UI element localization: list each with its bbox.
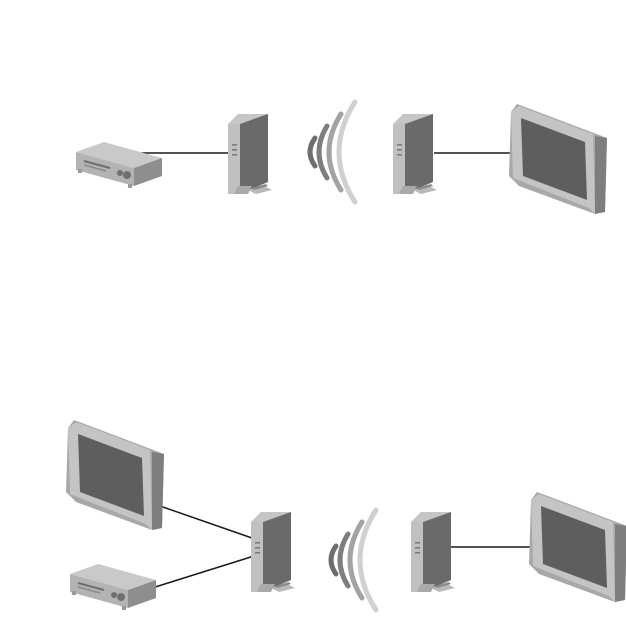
cable-monitor-to-transmitter [160,506,252,538]
transmitter-icon [251,512,295,592]
set-top-box-icon [76,142,162,188]
monitor-icon [66,420,164,530]
diagram-top [76,102,607,214]
wireless-waves-icon [310,102,355,202]
receiver-icon [393,114,437,194]
transmitter-icon [228,114,272,194]
diagram-bottom [66,420,626,610]
wireless-waves-icon [331,510,376,610]
cable-stb-to-transmitter [152,556,254,588]
monitor-icon [529,492,626,602]
monitor-icon [509,104,607,214]
set-top-box-icon [70,564,156,610]
receiver-icon [411,512,455,592]
